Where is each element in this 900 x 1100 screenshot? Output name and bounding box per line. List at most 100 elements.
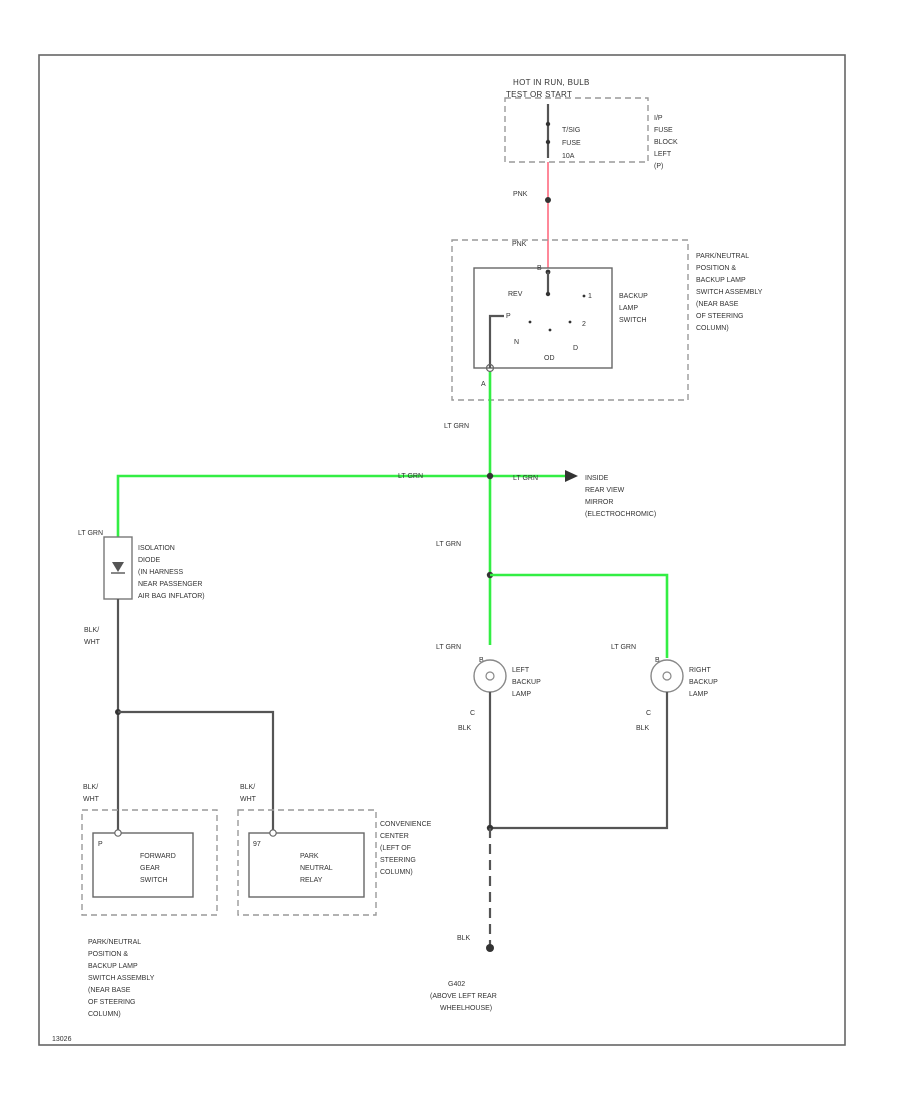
switch-assembly-outline: [451, 239, 689, 401]
diode-label-5: AIR BAG INFLATOR): [138, 593, 205, 600]
switch-contact-rev: [545, 291, 551, 297]
right-lamp-filament-icon: [662, 671, 672, 681]
pnk-connector: [545, 197, 551, 203]
blk-wht-relay-label-2: WHT: [240, 796, 257, 803]
switch-location-2: POSITION &: [696, 265, 736, 272]
backup-lamp-switch-assembly: B REV 1 P 2 N D OD A BACKUP LAMP SWITCH …: [451, 239, 763, 401]
fuse-block-label-4: LEFT: [654, 151, 672, 158]
relay-pin: [269, 829, 277, 837]
pnk-label-1: PNK: [513, 191, 528, 198]
convenience-center-label-1: CONVENIENCE: [380, 821, 432, 828]
bottom-note-4: SWITCH ASSEMBLY: [88, 975, 155, 982]
blk-ground-label: BLK: [457, 935, 471, 942]
backup-lamp-switch: [473, 267, 613, 369]
gear-drive: D: [573, 345, 578, 352]
diode-label-2: DIODE: [138, 557, 161, 564]
switch-location-7: COLUMN): [696, 325, 729, 332]
left-backup-lamp-icon: [473, 659, 507, 693]
gear-rev: REV: [508, 291, 523, 298]
left-lamp-label-2: BACKUP: [512, 679, 541, 686]
diode-label-3: (IN HARNESS: [138, 569, 183, 576]
gear-two: 2: [582, 321, 586, 328]
forward-gear-switch: [92, 832, 194, 898]
gear-park: P: [506, 313, 511, 320]
mirror-label-2: REAR VIEW: [585, 487, 625, 494]
bottom-note-1: PARK/NEUTRAL: [88, 939, 141, 946]
ground-point-icon: [486, 944, 494, 952]
gear-one: 1: [588, 293, 592, 300]
fuse-label-2: FUSE: [562, 140, 581, 147]
lt-grn-right-lamp-wire: [490, 573, 669, 658]
isolation-diode: LT GRN ISOLATION DIODE (IN HARNESS NEAR …: [78, 530, 205, 600]
bottom-assembly-note: PARK/NEUTRAL POSITION & BACKUP LAMP SWIT…: [88, 939, 155, 1018]
bottom-note-6: OF STEERING: [88, 999, 135, 1006]
blk-wht-diode-label-2: WHT: [84, 639, 101, 646]
convenience-center-outline: [237, 809, 377, 916]
fuse-block: HOT IN RUN, BULB TEST OR START T/SIG FUS…: [504, 78, 678, 170]
gear-park-point: [528, 320, 532, 324]
switch-name-1: BACKUP: [619, 293, 648, 300]
forward-gear-switch-outline: [81, 809, 218, 916]
right-lamp-pin-c: C: [646, 710, 651, 717]
diagram-frame: [38, 54, 846, 1046]
lt-grn-down-label: LT GRN: [436, 541, 461, 548]
blk-wht-fwd-label-2: WHT: [83, 796, 100, 803]
blk-right-lamp-wire: [490, 692, 669, 830]
relay-label-2: NEUTRAL: [300, 865, 333, 872]
fuse-terminal-top: [545, 121, 551, 127]
switch-pin-a: [485, 363, 495, 373]
fuse-terminal-bottom: [545, 139, 551, 145]
left-lamp-pin-b: B: [479, 657, 484, 664]
lt-grn-switch-out-label: LT GRN: [444, 423, 469, 430]
bottom-note-7: COLUMN): [88, 1011, 121, 1018]
lt-grn-right-lamp-label: LT GRN: [611, 644, 636, 651]
switch-location-1: PARK/NEUTRAL: [696, 253, 749, 260]
fuse-block-label-5: (P): [654, 163, 663, 170]
bottom-note-5: (NEAR BASE: [88, 987, 131, 994]
mirror-arrow-icon: [565, 470, 578, 482]
right-lamp-label-1: RIGHT: [689, 667, 712, 674]
convenience-center-label-2: CENTER: [380, 833, 409, 840]
gear-one-point: [582, 294, 586, 298]
right-backup-lamp-group: LT GRN B RIGHT BACKUP LAMP C BLK: [611, 644, 718, 732]
lt-grn-mirror-run-label: LT GRN: [513, 475, 538, 482]
forward-switch-label-3: SWITCH: [140, 877, 168, 884]
right-lamp-pin-b: B: [655, 657, 660, 664]
mirror-label-1: INSIDE: [585, 475, 609, 482]
gear-od: OD: [544, 355, 555, 362]
switch-name-3: SWITCH: [619, 317, 647, 324]
forward-switch-label-2: GEAR: [140, 865, 160, 872]
ground-label-1: G402: [448, 981, 465, 988]
fuse-block-outline: [504, 97, 649, 163]
left-lamp-label-3: LAMP: [512, 691, 531, 698]
blk-right-label: BLK: [636, 725, 650, 732]
ground-label-2: (ABOVE LEFT REAR: [430, 993, 497, 1000]
gear-two-point: [568, 320, 572, 324]
lt-grn-diode-in-label: LT GRN: [78, 530, 103, 537]
blk-left-label: BLK: [458, 725, 472, 732]
right-lamp-label-2: BACKUP: [689, 679, 718, 686]
supply-label-2: TEST OR START: [506, 90, 572, 99]
forward-switch-pin-label: P: [98, 841, 103, 848]
diode-symbol-icon: [112, 562, 124, 572]
blk-wht-diode-label-1: BLK/: [84, 627, 99, 634]
left-lamp-filament-icon: [485, 671, 495, 681]
left-backup-lamp-group: LT GRN B LEFT BACKUP LAMP C BLK: [436, 644, 541, 732]
switch-location-6: OF STEERING: [696, 313, 743, 320]
switch-location-5: (NEAR BASE: [696, 301, 739, 308]
supply-label-1: HOT IN RUN, BULB: [513, 78, 590, 87]
relay-pin-label: 97: [253, 841, 261, 848]
mirror-label-4: (ELECTROCHROMIC): [585, 511, 656, 518]
gear-center-point: [548, 328, 552, 332]
blk-wht-relay-label-1: BLK/: [240, 784, 255, 791]
right-lamp-label-3: LAMP: [689, 691, 708, 698]
fuse-block-label-1: I/P: [654, 115, 663, 122]
switch-pin-a-label: A: [481, 381, 486, 388]
fuse-block-label-2: FUSE: [654, 127, 673, 134]
switch-location-3: BACKUP LAMP: [696, 277, 746, 284]
left-lamp-label-1: LEFT: [512, 667, 530, 674]
diode-label-4: NEAR PASSENGER: [138, 581, 202, 588]
park-neutral-relay-group: BLK/ WHT 97 PARK NEUTRAL RELAY CONVENIEN…: [237, 784, 432, 916]
lt-grn-diode-wire: [116, 474, 490, 537]
